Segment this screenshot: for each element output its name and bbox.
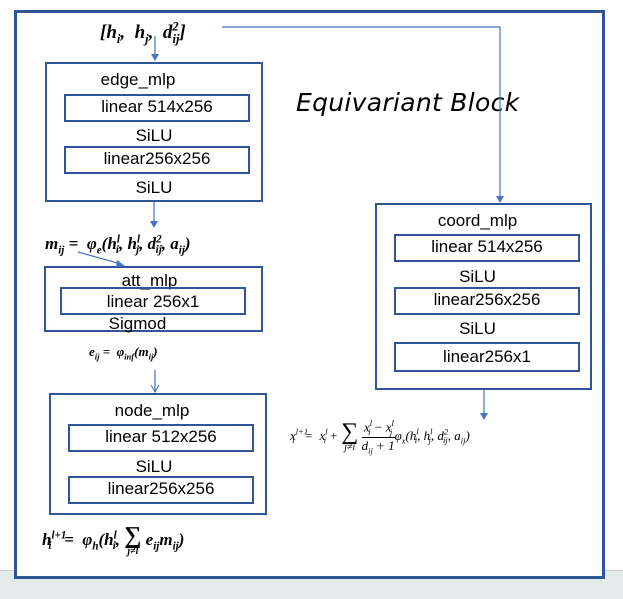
input-formula: [hi, hj, d2ij]	[100, 20, 186, 47]
edge-mlp-activation-2: SiLU	[135, 178, 173, 197]
edge-mlp-activation-1: SiLU	[135, 126, 173, 145]
edge-mlp-label: edge_mlp	[100, 70, 176, 89]
coord-mlp-layer-2: linear256x256	[394, 287, 580, 315]
coord-mlp-box: coord_mlp linear 514x256 SiLU linear256x…	[375, 203, 592, 390]
att-mlp-layer-1: linear 256x1	[60, 287, 246, 315]
node-mlp-activation-1: SiLU	[135, 457, 173, 476]
att-mlp-activation: Sigmod	[108, 314, 167, 333]
block-title: Equivariant Block	[296, 88, 520, 117]
edge-mlp-box: edge_mlp linear 514x256 SiLU linear256x2…	[45, 62, 263, 202]
att-mlp-label: att_mlp	[121, 271, 178, 290]
coord-mlp-layer-3: linear256x1	[394, 342, 580, 372]
node-mlp-label: node_mlp	[114, 401, 190, 420]
node-update-formula: hl+1i = φh(hli, ∑j≠l eijmij)	[42, 523, 185, 557]
node-mlp-layer-2: linear256x256	[68, 476, 254, 504]
node-mlp-box: node_mlp linear 512x256 SiLU linear256x2…	[49, 393, 267, 515]
message-formula: mij = φe(hli, hlj, d2ij, aij)	[45, 233, 191, 257]
coord-mlp-activation-1: SiLU	[459, 267, 496, 286]
attention-formula: eij = φinf(mij)	[89, 344, 158, 362]
att-mlp-box: att_mlp linear 256x1 Sigmod	[44, 266, 263, 333]
edge-mlp-layer-2: linear256x256	[64, 146, 250, 174]
node-mlp-layer-1: linear 512x256	[68, 424, 254, 452]
coord-mlp-label: coord_mlp	[437, 211, 518, 230]
coord-mlp-layer-1: linear 514x256	[394, 234, 580, 262]
edge-mlp-layer-1: linear 514x256	[64, 94, 250, 122]
coord-mlp-activation-2: SiLU	[459, 319, 496, 338]
